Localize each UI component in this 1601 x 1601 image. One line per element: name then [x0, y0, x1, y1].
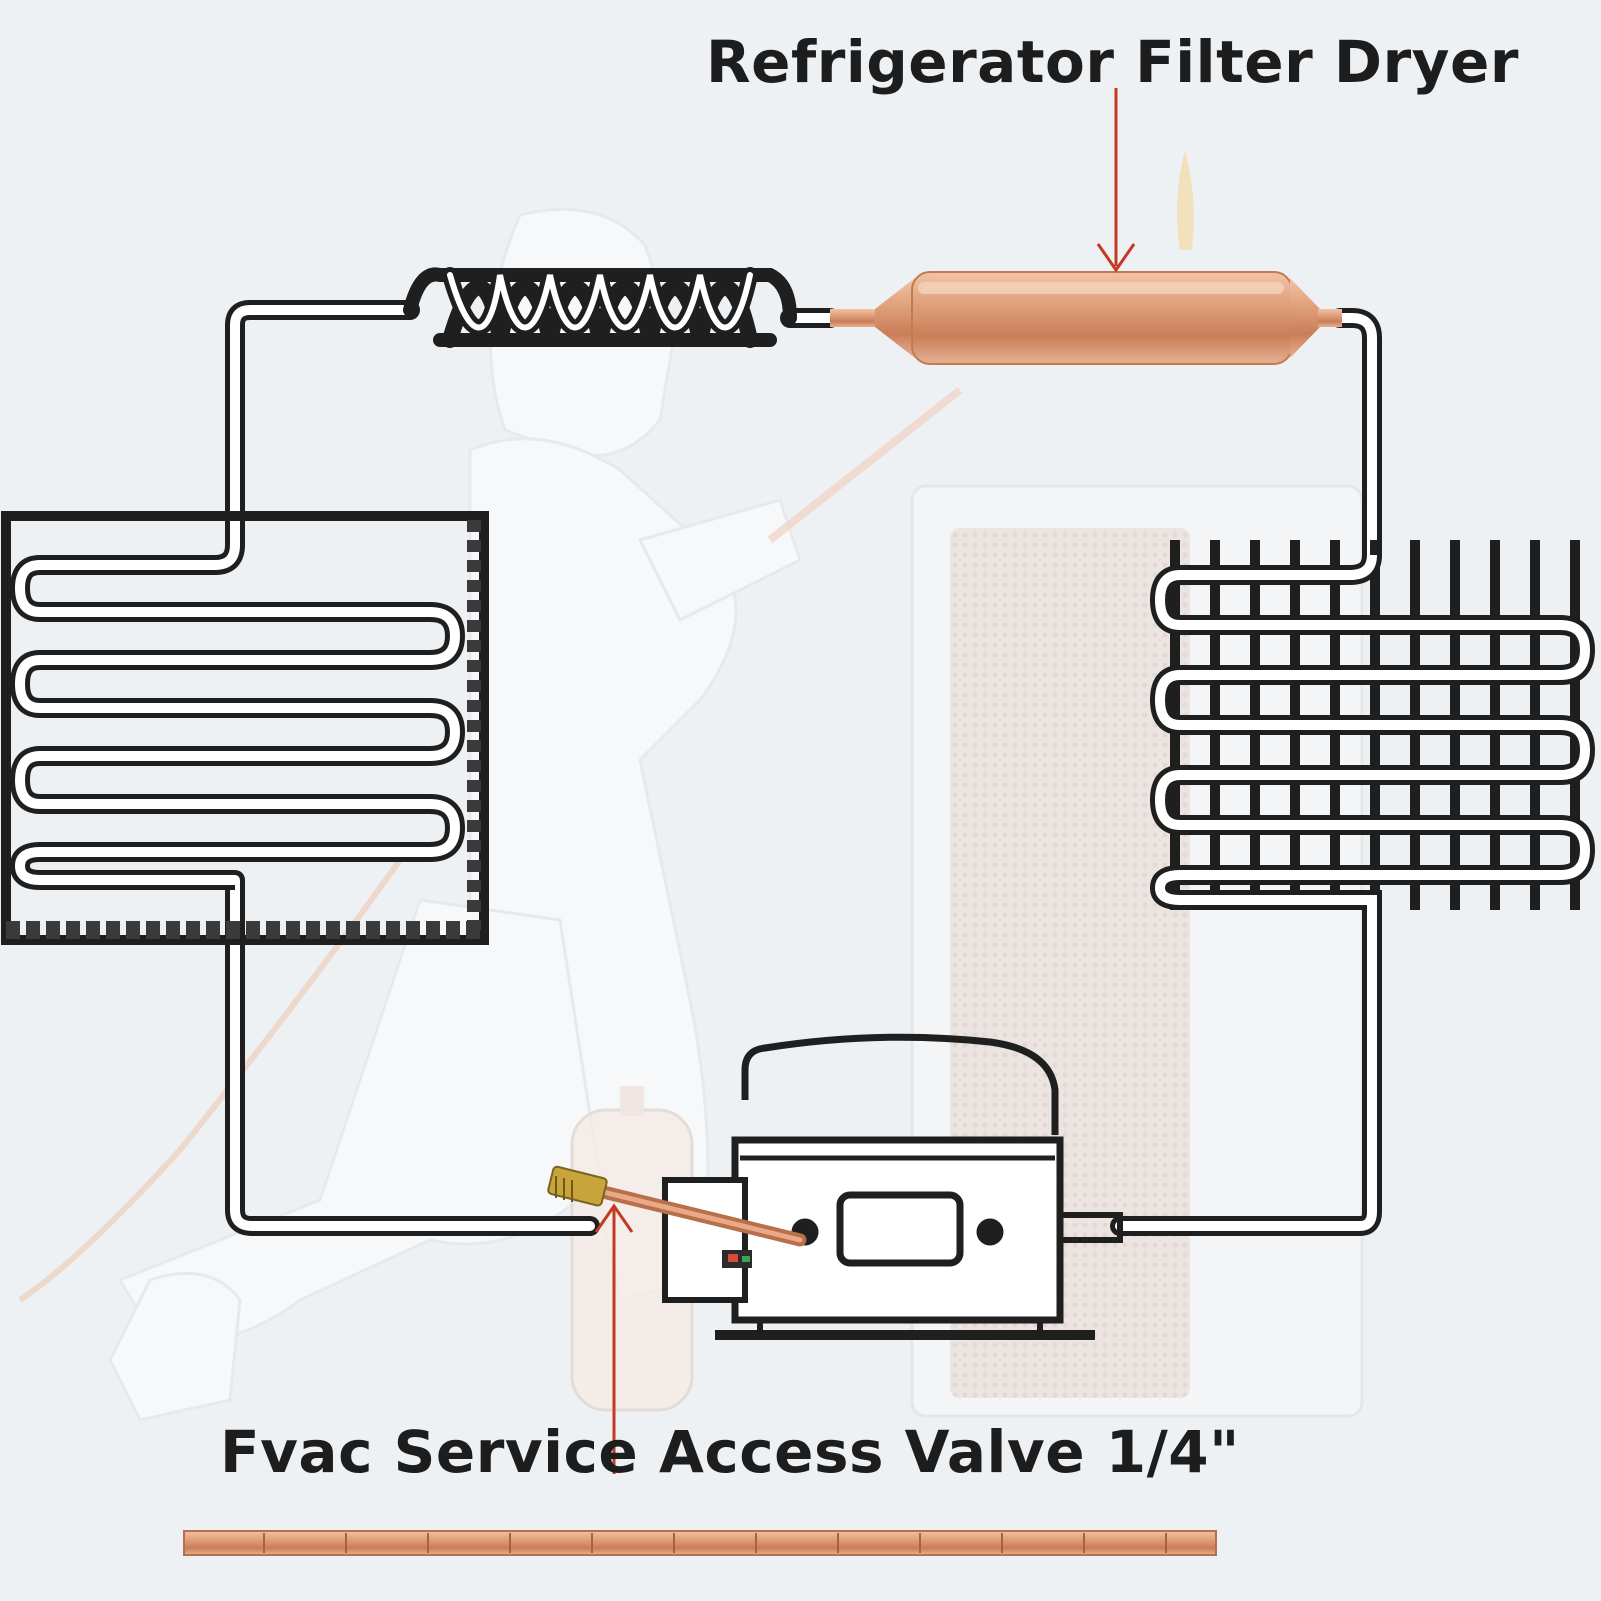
- compressor-icon: [662, 1033, 1123, 1340]
- filter-dryer-pointer-arrow: [1096, 88, 1136, 273]
- filter-dryer-label: Refrigerator Filter Dryer: [706, 28, 1519, 96]
- flame-icon: [1176, 150, 1194, 250]
- welding-torch-icon: [767, 386, 963, 544]
- evaporator-coil-icon: [1, 511, 489, 945]
- condenser-coil-icon: [1149, 540, 1596, 915]
- compressor-wiring: [722, 1250, 752, 1268]
- service-valve-pointer-arrow: [594, 1203, 634, 1474]
- filter-dryer-icon: [830, 271, 1342, 365]
- capillary-coil-icon: [403, 267, 797, 348]
- refrigerant-tubing: [225, 300, 1382, 1236]
- service-access-valve-icon: [547, 1165, 807, 1247]
- service-valve-label: Fvac Service Access Valve 1/4": [220, 1418, 1240, 1486]
- copper-tube-strip-icon: [183, 1530, 1217, 1556]
